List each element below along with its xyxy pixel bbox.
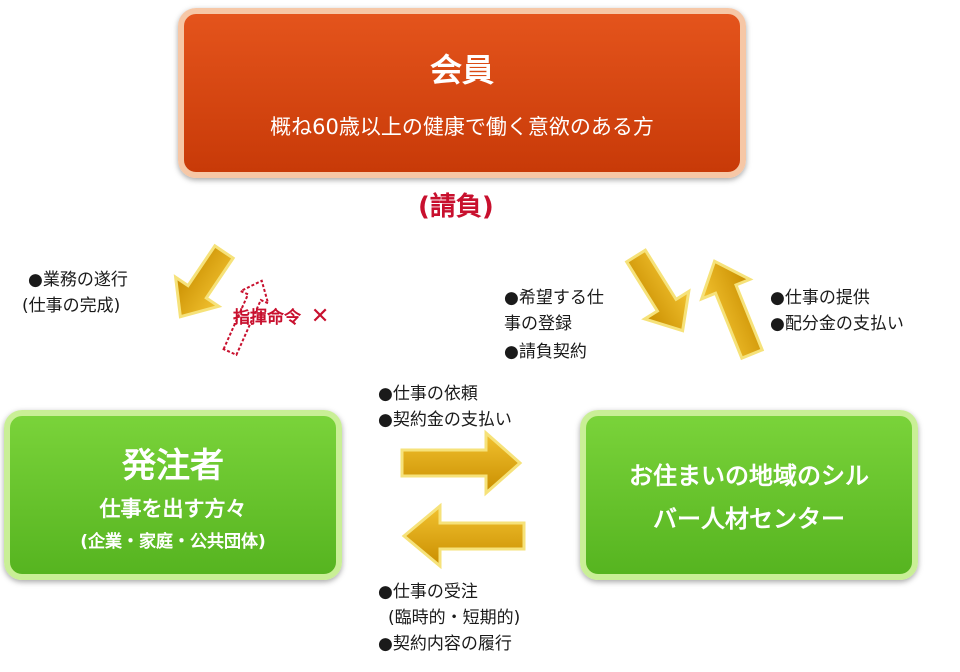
label-temporary: (臨時的・短期的) xyxy=(388,608,521,628)
arrow-orderer-to-center xyxy=(400,429,523,497)
contract-label: (請負) xyxy=(418,192,494,222)
center-name-line2: バー人材センター xyxy=(653,505,845,533)
label-job-registration-1: ●希望する仕 xyxy=(504,288,604,308)
arrow-center-to-orderer xyxy=(401,502,526,570)
orderer-examples: (企業・家庭・公共団体) xyxy=(80,532,266,552)
label-task-completion: (仕事の完成) xyxy=(22,296,121,316)
orderer-title: 発注者 xyxy=(122,446,224,486)
label-no-command: 指揮命令 ✕ xyxy=(233,305,329,330)
label-contract: ●請負契約 xyxy=(504,342,587,362)
member-box: 会員 概ね60歳以上の健康で働く意欲のある方 xyxy=(178,8,746,178)
center-box: お住まいの地域のシル バー人材センター xyxy=(580,410,918,580)
cross-icon: ✕ xyxy=(310,304,330,329)
arrow-member-to-center xyxy=(624,248,691,333)
label-distribution-payment: ●配分金の支払い xyxy=(770,314,904,334)
label-job-provision: ●仕事の提供 xyxy=(770,288,870,308)
label-task-performance: ●業務の遂行 xyxy=(28,270,128,290)
orderer-box: 発注者 仕事を出す方々 (企業・家庭・公共団体) xyxy=(4,410,342,580)
center-name-line1: お住まいの地域のシル xyxy=(629,462,869,490)
member-title: 会員 xyxy=(429,51,494,89)
label-contract-payment: ●契約金の支払い xyxy=(378,410,512,430)
arrow-member-to-orderer xyxy=(173,243,236,319)
member-subtitle: 概ね60歳以上の健康で働く意欲のある方 xyxy=(270,115,654,139)
label-contract-fulfillment: ●契約内容の履行 xyxy=(378,634,512,654)
label-job-acceptance: ●仕事の受注 xyxy=(378,582,478,602)
label-job-registration-2: 事の登録 xyxy=(504,314,572,334)
label-job-request: ●仕事の依頼 xyxy=(378,384,478,404)
orderer-desc: 仕事を出す方々 xyxy=(99,497,247,521)
no-command-text: 指揮命令 xyxy=(233,308,301,328)
arrow-center-to-member xyxy=(699,259,765,361)
arrow-no-command xyxy=(222,279,270,357)
